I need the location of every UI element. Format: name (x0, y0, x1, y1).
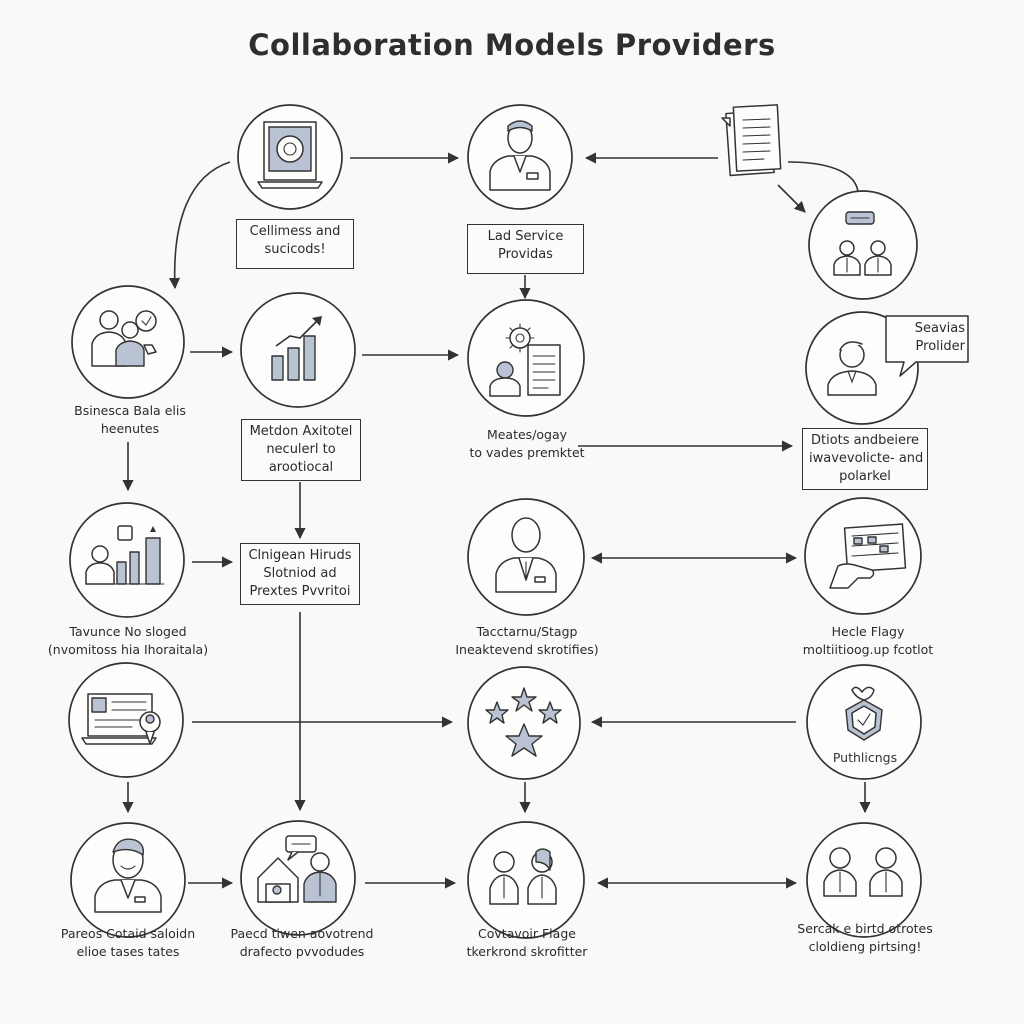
node-gear-document (467, 299, 585, 417)
person-speech-icon (827, 341, 877, 396)
arrow-doc-to-team (777, 184, 806, 213)
box-dtiots: Dtiots andbeiere iwavevolicte- and polar… (802, 428, 928, 490)
laptop-person-icon (81, 693, 161, 745)
box-lad-service: Lad Service Providas (467, 224, 584, 274)
house-person-icon (257, 835, 337, 903)
speech-line: Prolider (915, 339, 965, 354)
gear-person-document-icon (489, 323, 561, 397)
certificate-node-label: Puthlicngs (832, 750, 898, 765)
arrow-curve-to-left (168, 161, 231, 290)
node-hand-device (804, 497, 922, 615)
monitor-target-icon (257, 121, 323, 189)
caption-covtavoir: Covtavoir Flage tkerkrond skrofitter (450, 925, 604, 961)
caption-line: Paecd tiwen aovotrend (230, 926, 374, 941)
caption-line: moltiitioog.up fcotlot (802, 642, 934, 657)
caption-meates: Meates/ogay to vades premktet (452, 426, 602, 462)
caption-hecle: Hecle Flagy moltiitioog.up fcotlot (788, 623, 948, 659)
box-cellimess: Cellimess and sucicods! (236, 219, 354, 269)
caption-line: Sercak e birtd otrotes (797, 921, 933, 936)
caption-business: Bsinesca Bala elis heenutes (48, 402, 212, 438)
caption-line: cloldieng pirtsing! (808, 939, 922, 954)
box-line: Slotniod ad (263, 566, 337, 581)
box-line: Prextes Pvvritoi (249, 584, 351, 599)
node-two-people-a (467, 821, 585, 939)
box-line: neculerl to (266, 442, 336, 457)
caption-line: tkerkrond skrofitter (466, 944, 588, 959)
node-team-badge (71, 285, 185, 399)
box-metdon: Metdon Axitotel neculerl to arootiocal (241, 419, 361, 481)
caption-line: Meates/ogay (486, 427, 568, 442)
caption-pareos: Pareos Cotaid saloidn elioe tases tates (48, 925, 208, 961)
caption-line: (nvomitoss hia Ihoraitala) (47, 642, 209, 657)
node-stars (467, 666, 581, 780)
node-people-chart (69, 502, 185, 618)
box-line: sucicods! (264, 242, 326, 257)
two-people-icon (823, 847, 903, 897)
page-title: Collaboration Models Providers (248, 28, 776, 62)
speech-line: Seavias (914, 321, 965, 336)
node-growth-chart (240, 292, 356, 408)
node-two-people-b (806, 822, 922, 938)
node-smiling-person (70, 822, 186, 938)
box-line: arootiocal (268, 460, 334, 475)
box-line: polarkel (839, 469, 891, 484)
team-badge-icon (91, 310, 157, 367)
node-document-stack (721, 104, 782, 177)
node-certificate (806, 664, 922, 780)
caption-line: Tacctarnu/Stagp (476, 624, 578, 639)
box-line: Metdon Axitotel (249, 424, 353, 439)
caption-tacctarnu: Tacctarnu/Stagp Ineaktevend skrotifies) (446, 623, 608, 659)
caption-line: Tavunce No sloged (69, 624, 187, 639)
caption-line: Pareos Cotaid saloidn (60, 926, 196, 941)
caption-tavunce: Tavunce No sloged (nvomitoss hia Ihorait… (40, 623, 216, 659)
caption-line: heenutes (100, 421, 160, 436)
caption-paecd: Paecd tiwen aovotrend drafecto pvvodudes (220, 925, 384, 961)
box-line: Dtiots andbeiere (810, 433, 920, 448)
node-monitor-target (237, 104, 343, 210)
caption-line: to vades premktet (469, 445, 585, 460)
connectors (122, 152, 871, 889)
document-stack-icon (721, 104, 782, 177)
business-person-icon (489, 120, 551, 191)
node-laptop-person (68, 662, 184, 778)
box-line: Providas (498, 247, 553, 262)
box-line: Lad Service (487, 229, 564, 244)
caption-line: elioe tases tates (76, 944, 180, 959)
stars-rating-icon (485, 687, 562, 757)
caption-line: Hecle Flagy (831, 624, 905, 639)
node-house-person (240, 820, 356, 936)
box-line: Clnigean Hiruds (248, 548, 352, 563)
people-bar-chart-icon (85, 525, 165, 585)
box-clnigean: Clnigean Hiruds Slotniod ad Prextes Pvvr… (240, 543, 360, 605)
box-line: Cellimess and (249, 224, 341, 239)
caption-sercak: Sercak e birtd otrotes cloldieng pirtsin… (782, 920, 948, 956)
smiling-person-icon (94, 838, 162, 913)
arrow-curve-doc-right (787, 161, 859, 193)
speech-bubble (885, 315, 969, 377)
hand-device-icon (829, 523, 907, 589)
two-person-chat-icon (833, 211, 892, 276)
certificate-badge-icon (845, 686, 883, 741)
node-business-person (467, 104, 573, 210)
node-business-person-2 (467, 498, 585, 616)
business-person-icon (495, 517, 557, 593)
two-people-icon (489, 848, 557, 905)
growth-chart-icon (271, 316, 322, 381)
caption-line: Covtavoir Flage (478, 926, 576, 941)
caption-line: Ineaktevend skrotifies) (455, 642, 599, 657)
box-line: iwavevolicte- and (809, 451, 924, 466)
speech-bubble-text: Seavias Prolider (887, 318, 967, 360)
node-team-chat (808, 190, 918, 300)
caption-line: drafecto pvvodudes (239, 944, 365, 959)
caption-line: Bsinesca Bala elis (74, 403, 186, 418)
